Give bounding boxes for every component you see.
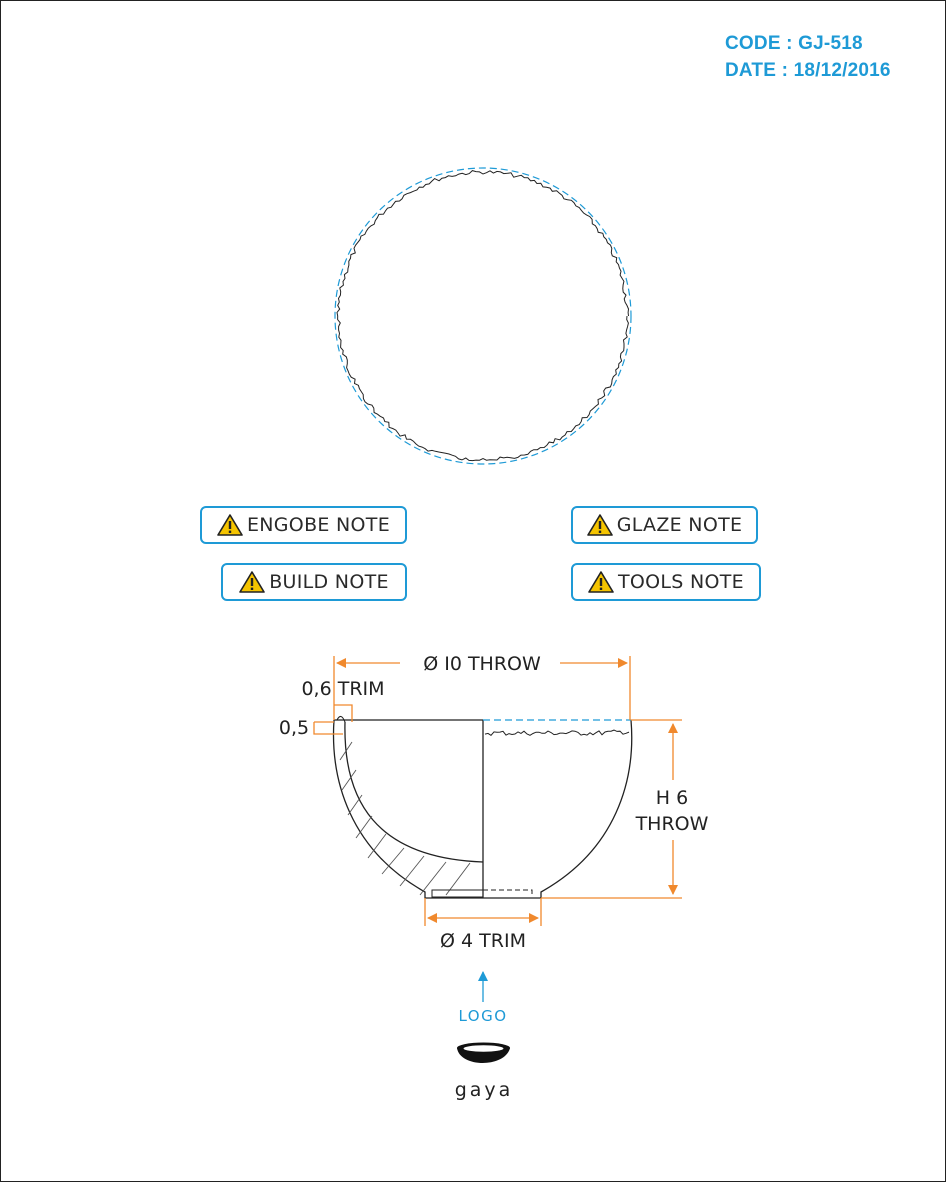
height-label-line2: THROW <box>635 813 709 835</box>
glaze-note-button[interactable]: GLAZE NOTE <box>571 506 758 544</box>
glaze-note-label: GLAZE NOTE <box>616 514 743 536</box>
rim-trim-label: 0,6 TRIM <box>301 678 384 700</box>
foot-ring-right <box>483 889 533 897</box>
plan-view <box>334 167 632 465</box>
header-meta: CODE : GJ-518 DATE : 18/12/2016 <box>725 30 891 84</box>
foot-trim-label: Ø 4 TRIM <box>440 930 526 952</box>
dimensions <box>313 656 682 926</box>
warning-icon <box>217 514 243 536</box>
diameter-throw-label: Ø I0 THROW <box>423 653 541 675</box>
warning-icon <box>239 571 266 593</box>
logo-marker-label: LOGO <box>458 1007 507 1025</box>
code-label: CODE : GJ-518 <box>725 33 863 54</box>
tools-note-label: TOOLS NOTE <box>618 571 744 593</box>
engobe-note-button[interactable]: ENGOBE NOTE <box>200 506 407 544</box>
bowl-left-outer <box>332 719 483 899</box>
section-view <box>332 715 633 899</box>
warning-icon <box>588 571 614 593</box>
plan-rough-rim <box>336 170 630 462</box>
bowl-right-outer <box>483 719 633 899</box>
foot-ring-left <box>431 889 484 898</box>
plan-throw-circle <box>334 167 632 465</box>
build-note-button[interactable]: BUILD NOTE <box>221 563 407 601</box>
tools-note-button[interactable]: TOOLS NOTE <box>571 563 761 601</box>
build-note-label: BUILD NOTE <box>269 571 389 593</box>
section-hatching <box>339 741 471 896</box>
rim-offset-label: 0,5 <box>279 717 309 739</box>
rim-bead <box>336 715 346 723</box>
brand-name: gaya <box>455 1079 514 1101</box>
height-label-line1: H 6 <box>656 787 688 809</box>
bowl-left-inner <box>344 721 484 863</box>
engobe-note-label: ENGOBE NOTE <box>246 514 391 536</box>
warning-icon <box>586 514 613 536</box>
date-label: DATE : 18/12/2016 <box>725 60 891 81</box>
brand-logo: gaya <box>455 1042 514 1101</box>
rim-rough-edge <box>484 729 630 736</box>
